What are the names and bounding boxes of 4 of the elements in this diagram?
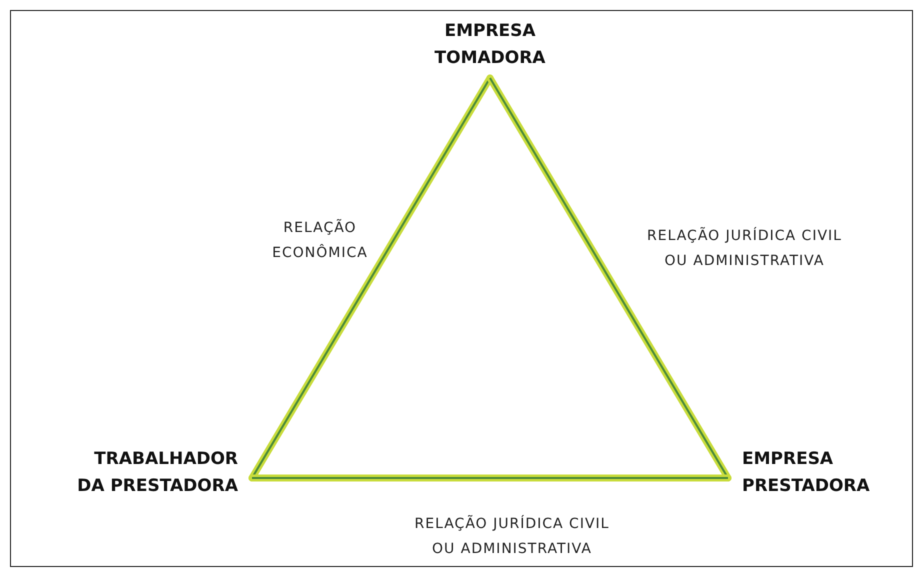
corner-label: EMPRESA TOMADORA: [415, 18, 565, 72]
corner-label: TRABALHADOR DA PRESTADORA: [70, 446, 238, 500]
corner-label: EMPRESA PRESTADORA: [742, 446, 902, 500]
connector-line: [248, 474, 732, 482]
